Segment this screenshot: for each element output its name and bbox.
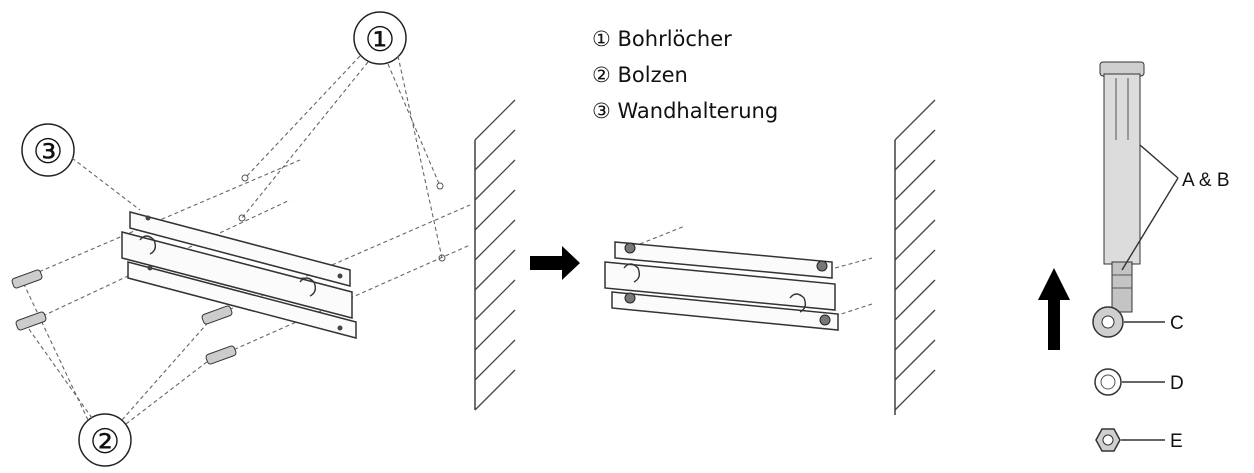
legend-item-bolts: ② Bolzen [592, 63, 688, 87]
mounted-view [604, 99, 936, 415]
callout-circle-3 [21, 123, 75, 177]
wall-bracket-exploded [121, 211, 357, 339]
exploded-view: ① ③ ② [11, 11, 516, 467]
washer-d [1094, 368, 1122, 396]
callout-circle-2 [78, 413, 132, 467]
label-c: C [1170, 313, 1184, 334]
label-d: D [1170, 373, 1184, 394]
bolts-exploded [11, 269, 237, 365]
wall-left [474, 99, 516, 411]
legend-item-holes: ① Bohrlöcher [592, 27, 732, 51]
callout-circle-1 [353, 11, 407, 65]
anchor-bolt [1099, 61, 1145, 313]
nut-e [1095, 428, 1121, 452]
callout-bracket: ③ [33, 132, 63, 172]
wall-right [894, 99, 936, 415]
callout-bolts: ② [90, 422, 120, 462]
callout-holes: ① [365, 20, 395, 60]
label-e: E [1170, 431, 1183, 452]
arrow-right-icon [530, 246, 580, 280]
arrow-up-icon [1038, 268, 1070, 350]
legend-item-bracket: ③ Wandhalterung [592, 99, 778, 123]
legend: ① Bohrlöcher ② Bolzen ③ Wandhalterung [592, 27, 778, 123]
label-ab: A & B [1182, 170, 1230, 191]
washer-c [1092, 306, 1124, 338]
parts-view: A & B C D E [1038, 61, 1230, 452]
